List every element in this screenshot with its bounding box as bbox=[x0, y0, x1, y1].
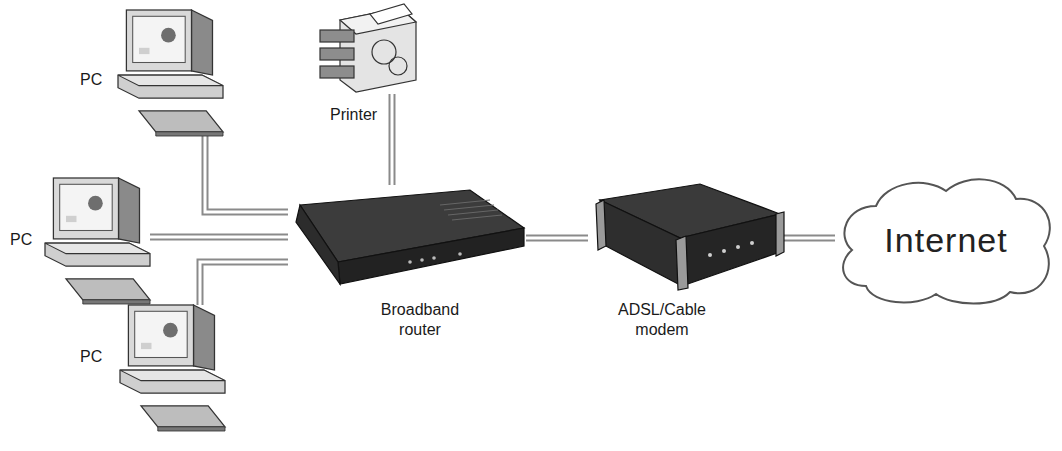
cable-outline bbox=[205, 135, 288, 212]
cable-outline bbox=[150, 234, 288, 241]
pc-icon bbox=[118, 10, 223, 136]
network-cable bbox=[526, 238, 588, 239]
device-node: ADSL/Cable modem bbox=[588, 182, 780, 292]
network-cable bbox=[150, 237, 288, 238]
cable-outline bbox=[526, 235, 588, 242]
device-label: Printer bbox=[330, 105, 377, 125]
device-label: Broadband router bbox=[360, 300, 480, 340]
network-cable bbox=[200, 262, 288, 305]
modem-icon bbox=[596, 184, 784, 290]
cable-core bbox=[780, 237, 835, 240]
device-label: PC bbox=[10, 230, 32, 250]
cable-core bbox=[205, 135, 288, 212]
cloud-node: Internet bbox=[835, 175, 1057, 305]
device-label: ADSL/Cable modem bbox=[602, 300, 722, 340]
cable-outline bbox=[200, 262, 288, 305]
cable-core bbox=[200, 262, 288, 305]
network-cable bbox=[392, 94, 393, 185]
device-node: PC bbox=[118, 10, 223, 135]
cable-outline bbox=[389, 94, 396, 185]
network-cable bbox=[780, 238, 835, 239]
cable-core bbox=[150, 236, 288, 239]
cloud-label: Internet bbox=[835, 175, 1057, 305]
printer-icon bbox=[320, 4, 416, 92]
cable-outline bbox=[780, 235, 835, 242]
device-label: PC bbox=[80, 347, 102, 367]
internet-cloud bbox=[843, 179, 1050, 303]
network-cable bbox=[205, 135, 288, 212]
pc-icon bbox=[120, 305, 225, 431]
device-node: Broadband router bbox=[288, 185, 526, 285]
device-node: Printer bbox=[318, 2, 418, 94]
cable-core bbox=[526, 237, 588, 240]
device-node: PC bbox=[45, 178, 150, 303]
router-icon bbox=[296, 190, 524, 284]
device-label: PC bbox=[80, 70, 102, 90]
pc-icon bbox=[45, 178, 150, 304]
cable-core bbox=[391, 94, 394, 185]
device-node: PC bbox=[120, 305, 225, 430]
